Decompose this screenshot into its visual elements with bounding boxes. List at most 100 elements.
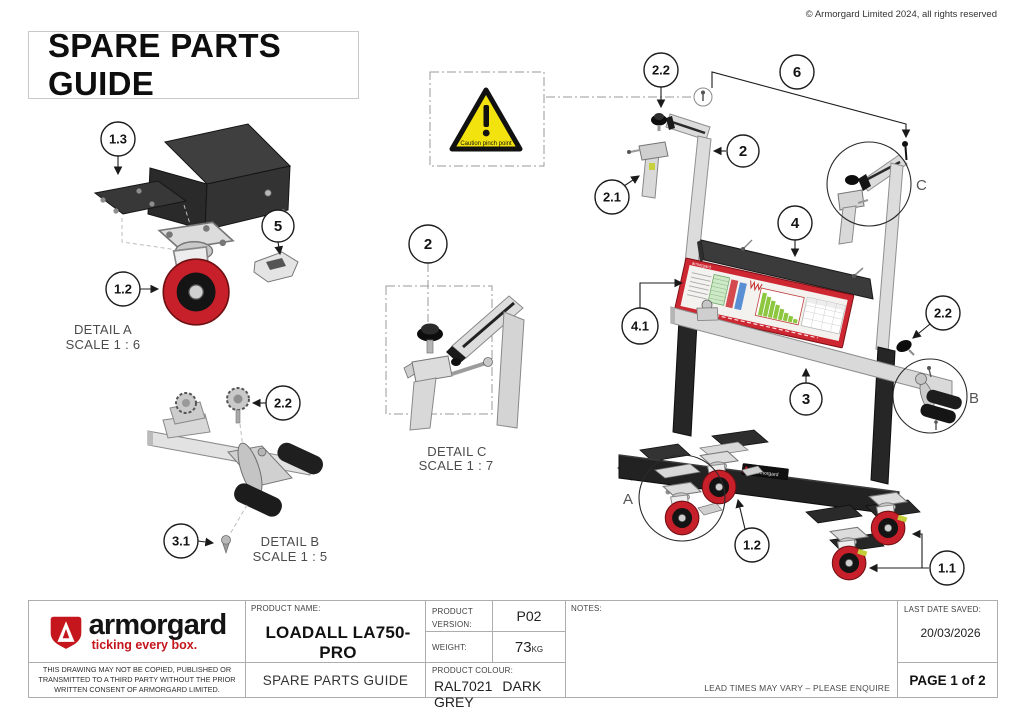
detail-b-label: DETAIL B bbox=[261, 534, 320, 549]
clamp-assembly bbox=[162, 392, 211, 439]
callout-2-main: 2 bbox=[712, 134, 760, 168]
svg-text:1.3: 1.3 bbox=[109, 132, 127, 147]
page-title-box: SPARE PARTS GUIDE bbox=[28, 27, 359, 102]
svg-text:4.1: 4.1 bbox=[631, 319, 649, 334]
callout-2-2-right: 2.2 bbox=[912, 295, 961, 339]
callout-1-1: 1.1 bbox=[868, 529, 965, 586]
svg-text:1.1: 1.1 bbox=[938, 561, 956, 576]
caster-large bbox=[157, 221, 235, 326]
doc-type-cell: SPARE PARTS GUIDE bbox=[246, 663, 426, 697]
pivot-bracket bbox=[403, 355, 493, 385]
set-screw bbox=[221, 504, 248, 554]
callout-5: 5 bbox=[261, 209, 295, 256]
view-label-a: A bbox=[623, 491, 633, 508]
detail-c-scale: SCALE 1 : 7 bbox=[419, 458, 494, 473]
support-arm bbox=[446, 295, 524, 366]
notes-label: NOTES: bbox=[571, 604, 602, 613]
version-label: PRODUCT VERSION: bbox=[432, 607, 473, 629]
version-value-cell: P02 bbox=[493, 601, 566, 632]
callout-1-2-main: 1.2 bbox=[734, 498, 770, 563]
weight-label-cell: WEIGHT: bbox=[426, 632, 493, 663]
warning-text: Caution pinch point bbox=[460, 141, 512, 147]
callout-2-1: 2.1 bbox=[594, 175, 640, 215]
beam-end-rollers bbox=[915, 366, 962, 430]
callout-2-2-b: 2.2 bbox=[251, 385, 301, 421]
callout-6: 6 bbox=[711, 54, 911, 139]
copyright-text: © Armorgard Limited 2024, all rights res… bbox=[805, 9, 997, 20]
brand-wordmark: armorgard bbox=[88, 609, 228, 641]
callout-1-2: 1.2 bbox=[105, 271, 160, 307]
detail-b-view: 2.2 3.1 DETAIL B SCALE 1 : 5 bbox=[147, 385, 328, 564]
disclaimer-cell: THIS DRAWING MAY NOT BE COPIED, PUBLISHE… bbox=[29, 663, 246, 697]
page-number-cell: PAGE 1 of 2 bbox=[898, 663, 997, 697]
detail-a-view: 1.3 1.2 5 DETAIL A SCALE 1 : 6 bbox=[66, 121, 299, 352]
colour-label: PRODUCT COLOUR: bbox=[432, 666, 514, 675]
colour-code: RAL7021 bbox=[434, 678, 493, 694]
sign-backing-rail bbox=[697, 239, 874, 300]
svg-text:2.2: 2.2 bbox=[652, 63, 670, 78]
svg-text:2.2: 2.2 bbox=[934, 306, 952, 321]
top-knob bbox=[651, 113, 667, 131]
version-value: P02 bbox=[516, 608, 542, 624]
weight-unit: KG bbox=[531, 644, 544, 654]
detail-c-view: 2 DETAIL C SCALE 1 : 7 bbox=[385, 224, 525, 473]
svg-text:armorgard: armorgard bbox=[755, 469, 779, 478]
right-black-post bbox=[870, 346, 896, 485]
detail-c-label: DETAIL C bbox=[427, 444, 486, 459]
detail-a-label: DETAIL A bbox=[74, 322, 132, 337]
last-saved-date: 20/03/2026 bbox=[920, 626, 981, 640]
right-clamp-post bbox=[837, 175, 869, 245]
product-name-cell: PRODUCT NAME: LOADALL LA750-PRO bbox=[246, 601, 426, 663]
product-name-label: PRODUCT NAME: bbox=[251, 604, 321, 613]
last-saved-label: LAST DATE SAVED: bbox=[904, 605, 982, 614]
svg-text:3.1: 3.1 bbox=[172, 534, 190, 549]
svg-text:2.1: 2.1 bbox=[603, 190, 621, 205]
callout-1-3: 1.3 bbox=[100, 121, 136, 176]
caster-mount-plate bbox=[93, 180, 188, 215]
knurled-roller-lower bbox=[234, 483, 282, 517]
beam-knob bbox=[896, 339, 915, 356]
detail-a-scale: SCALE 1 : 6 bbox=[66, 337, 141, 352]
fixing-bolt bbox=[902, 141, 908, 161]
right-grey-post bbox=[875, 162, 904, 353]
product-name-value: LOADALL LA750-PRO bbox=[265, 623, 411, 662]
knurled-roller-upper bbox=[277, 442, 324, 475]
armorgard-logo-icon bbox=[50, 616, 81, 649]
clamp-post-2-1 bbox=[627, 141, 669, 199]
view-circle-c bbox=[826, 141, 912, 227]
lead-times-note: LEAD TIMES MAY VARY – PLEASE ENQUIRE bbox=[704, 683, 890, 693]
detail-b-scale: SCALE 1 : 5 bbox=[253, 549, 328, 564]
svg-text:2: 2 bbox=[739, 143, 747, 160]
callout-3-1: 3.1 bbox=[163, 523, 215, 559]
svg-text:1.2: 1.2 bbox=[114, 282, 132, 297]
callout-4-1: 4.1 bbox=[621, 278, 684, 345]
weight-value: 73 bbox=[514, 638, 532, 656]
view-circle-a bbox=[638, 454, 726, 542]
callout-4: 4 bbox=[777, 205, 813, 258]
svg-text:1.2: 1.2 bbox=[743, 538, 761, 553]
technical-drawing: 1.3 1.2 5 DETAIL A SCALE 1 : 6 bbox=[66, 52, 979, 586]
brand-logo-cell: armorgard ticking every box. bbox=[29, 601, 246, 663]
callout-2-c: 2 bbox=[408, 224, 448, 264]
star-knob bbox=[226, 387, 250, 449]
svg-text:3: 3 bbox=[802, 391, 810, 408]
svg-text:5: 5 bbox=[274, 218, 282, 235]
svg-text:4: 4 bbox=[791, 215, 800, 232]
left-arm bbox=[665, 113, 711, 141]
page-title: SPARE PARTS GUIDE bbox=[48, 27, 282, 102]
svg-text:6: 6 bbox=[793, 64, 801, 81]
lock-bracket bbox=[253, 251, 299, 283]
sign-brand-label: armorgard bbox=[692, 260, 713, 269]
callout-2-2-top: 2.2 bbox=[643, 52, 679, 109]
colour-name: DARK GREY bbox=[434, 678, 542, 710]
notes-cell: NOTES: LEAD TIMES MAY VARY – PLEASE ENQU… bbox=[566, 601, 898, 697]
disclaimer-text: THIS DRAWING MAY NOT BE COPIED, PUBLISHE… bbox=[38, 665, 236, 694]
upright bbox=[496, 311, 525, 429]
view-label-b: B bbox=[969, 390, 979, 407]
bolt-location-marker bbox=[693, 87, 713, 107]
lower-post bbox=[409, 377, 437, 431]
brand-tagline: ticking every box. bbox=[91, 638, 198, 652]
svg-text:2: 2 bbox=[424, 236, 432, 253]
callout-3: 3 bbox=[789, 367, 823, 416]
